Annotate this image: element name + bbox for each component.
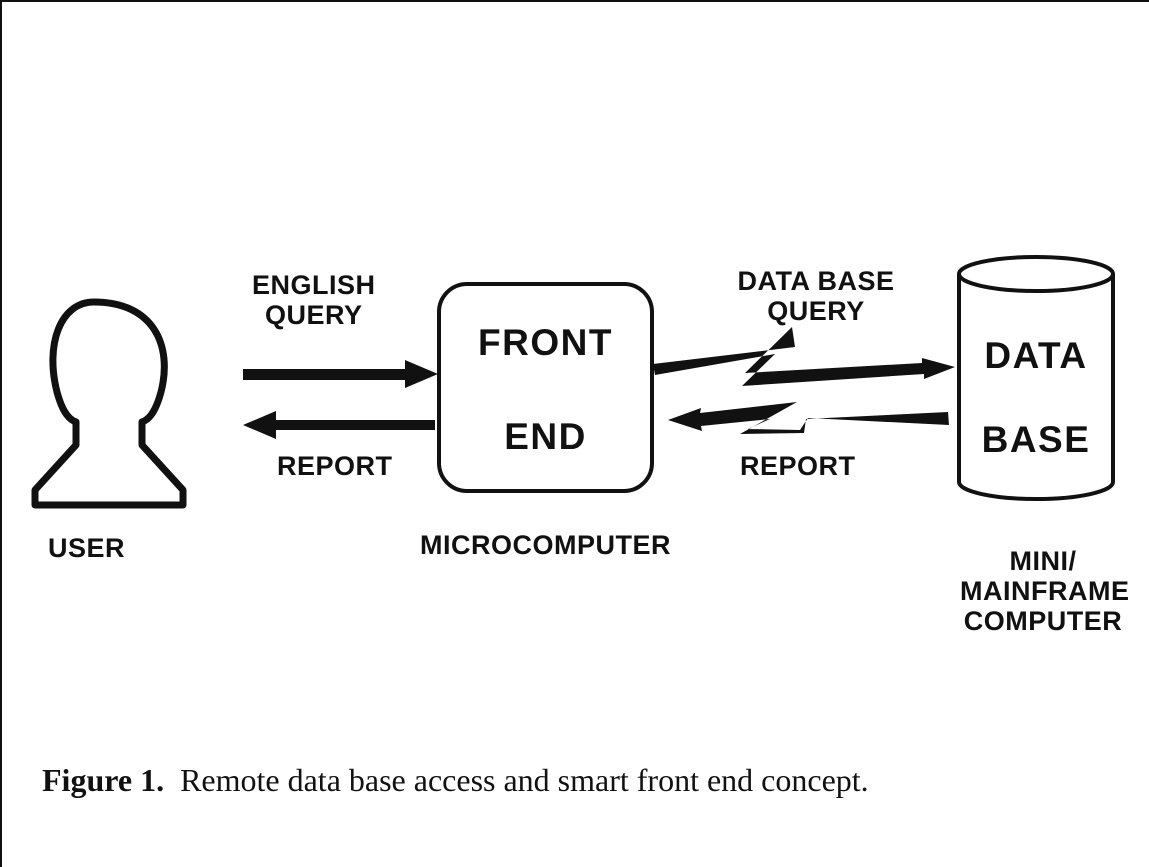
data-base-query-label: DATA BASE QUERY — [706, 266, 926, 326]
data-base-label: DATA BASE — [959, 336, 1113, 460]
front-end-label: FRONT END — [439, 323, 652, 457]
report-right-label: REPORT — [740, 451, 856, 481]
mini-mainframe-line-3: COMPUTER — [963, 606, 1123, 636]
mini-mainframe-line-2: MAINFRAME — [960, 576, 1130, 606]
user-icon — [31, 298, 187, 509]
caption-label: Figure 1. — [42, 762, 165, 798]
mini-mainframe-label: MINI/ MAINFRAME COMPUTER — [960, 546, 1130, 636]
data-base-query-arrow — [653, 327, 955, 386]
english-query-label: ENGLISH QUERY — [252, 270, 376, 330]
front-end-box — [437, 282, 654, 493]
report-left-label: REPORT — [277, 451, 393, 481]
database-cylinder — [957, 255, 1115, 501]
microcomputer-label: MICROCOMPUTER — [420, 530, 671, 560]
front-end-line-1: FRONT — [478, 322, 613, 363]
report-arrow-left — [243, 411, 435, 439]
mini-mainframe-line-1: MINI/ — [1009, 546, 1077, 576]
data-base-line-1: DATA — [984, 335, 1088, 376]
data-base-query-line-2: QUERY — [767, 296, 865, 326]
user-label: USER — [48, 533, 126, 563]
caption-text: Remote data base access and smart front … — [180, 762, 869, 798]
data-base-line-2: BASE — [981, 419, 1091, 460]
english-query-line-1: ENGLISH — [252, 270, 376, 300]
report-arrow-right — [668, 402, 949, 434]
front-end-line-2: END — [504, 416, 587, 457]
data-base-query-line-1: DATA BASE — [737, 266, 895, 296]
figure-caption: Figure 1. Remote data base access and sm… — [42, 762, 869, 799]
english-query-arrow — [243, 360, 438, 388]
english-query-line-2: QUERY — [265, 300, 363, 330]
